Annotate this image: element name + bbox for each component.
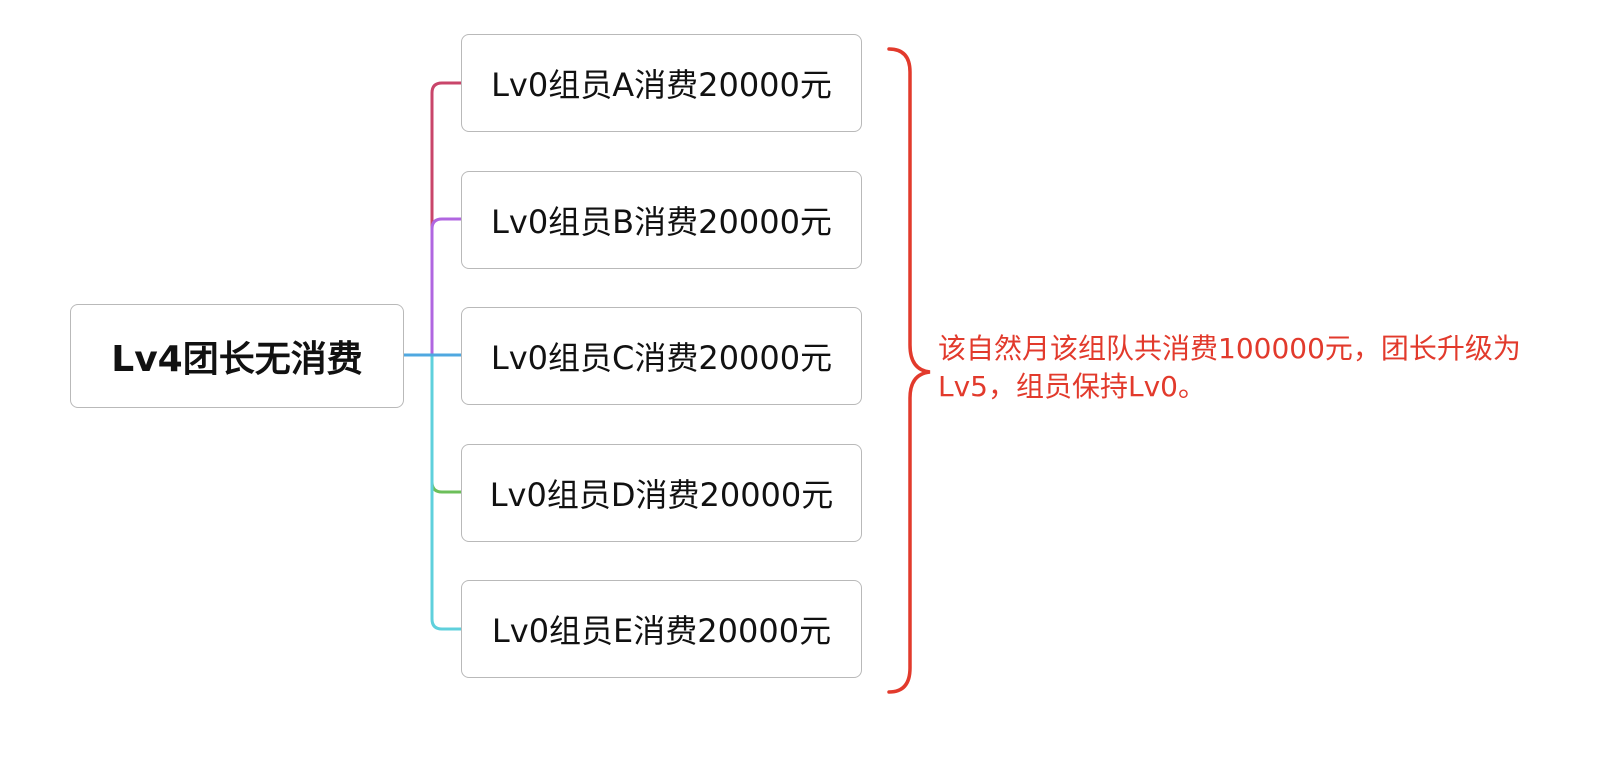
root-node-team-leader[interactable]: Lv4团长无消费 <box>70 304 404 408</box>
member-node-e[interactable]: Lv0组员E消费20000元 <box>461 580 862 678</box>
member-node-a[interactable]: Lv0组员A消费20000元 <box>461 34 862 132</box>
member-node-d[interactable]: Lv0组员D消费20000元 <box>461 444 862 542</box>
curly-brace <box>887 47 931 694</box>
connector-d <box>430 355 461 494</box>
member-node-c[interactable]: Lv0组员C消费20000元 <box>461 307 862 405</box>
summary-line-1: 该自然月该组队共消费100000元，团长升级为 <box>938 332 1521 365</box>
member-node-b[interactable]: Lv0组员B消费20000元 <box>461 171 862 269</box>
connector-e <box>404 353 461 631</box>
summary-note: 该自然月该组队共消费100000元，团长升级为 Lv5，组员保持Lv0。 <box>938 330 1558 406</box>
summary-line-2: Lv5，组员保持Lv0。 <box>938 370 1206 403</box>
connector-b <box>404 217 461 357</box>
connector-a <box>404 81 461 357</box>
